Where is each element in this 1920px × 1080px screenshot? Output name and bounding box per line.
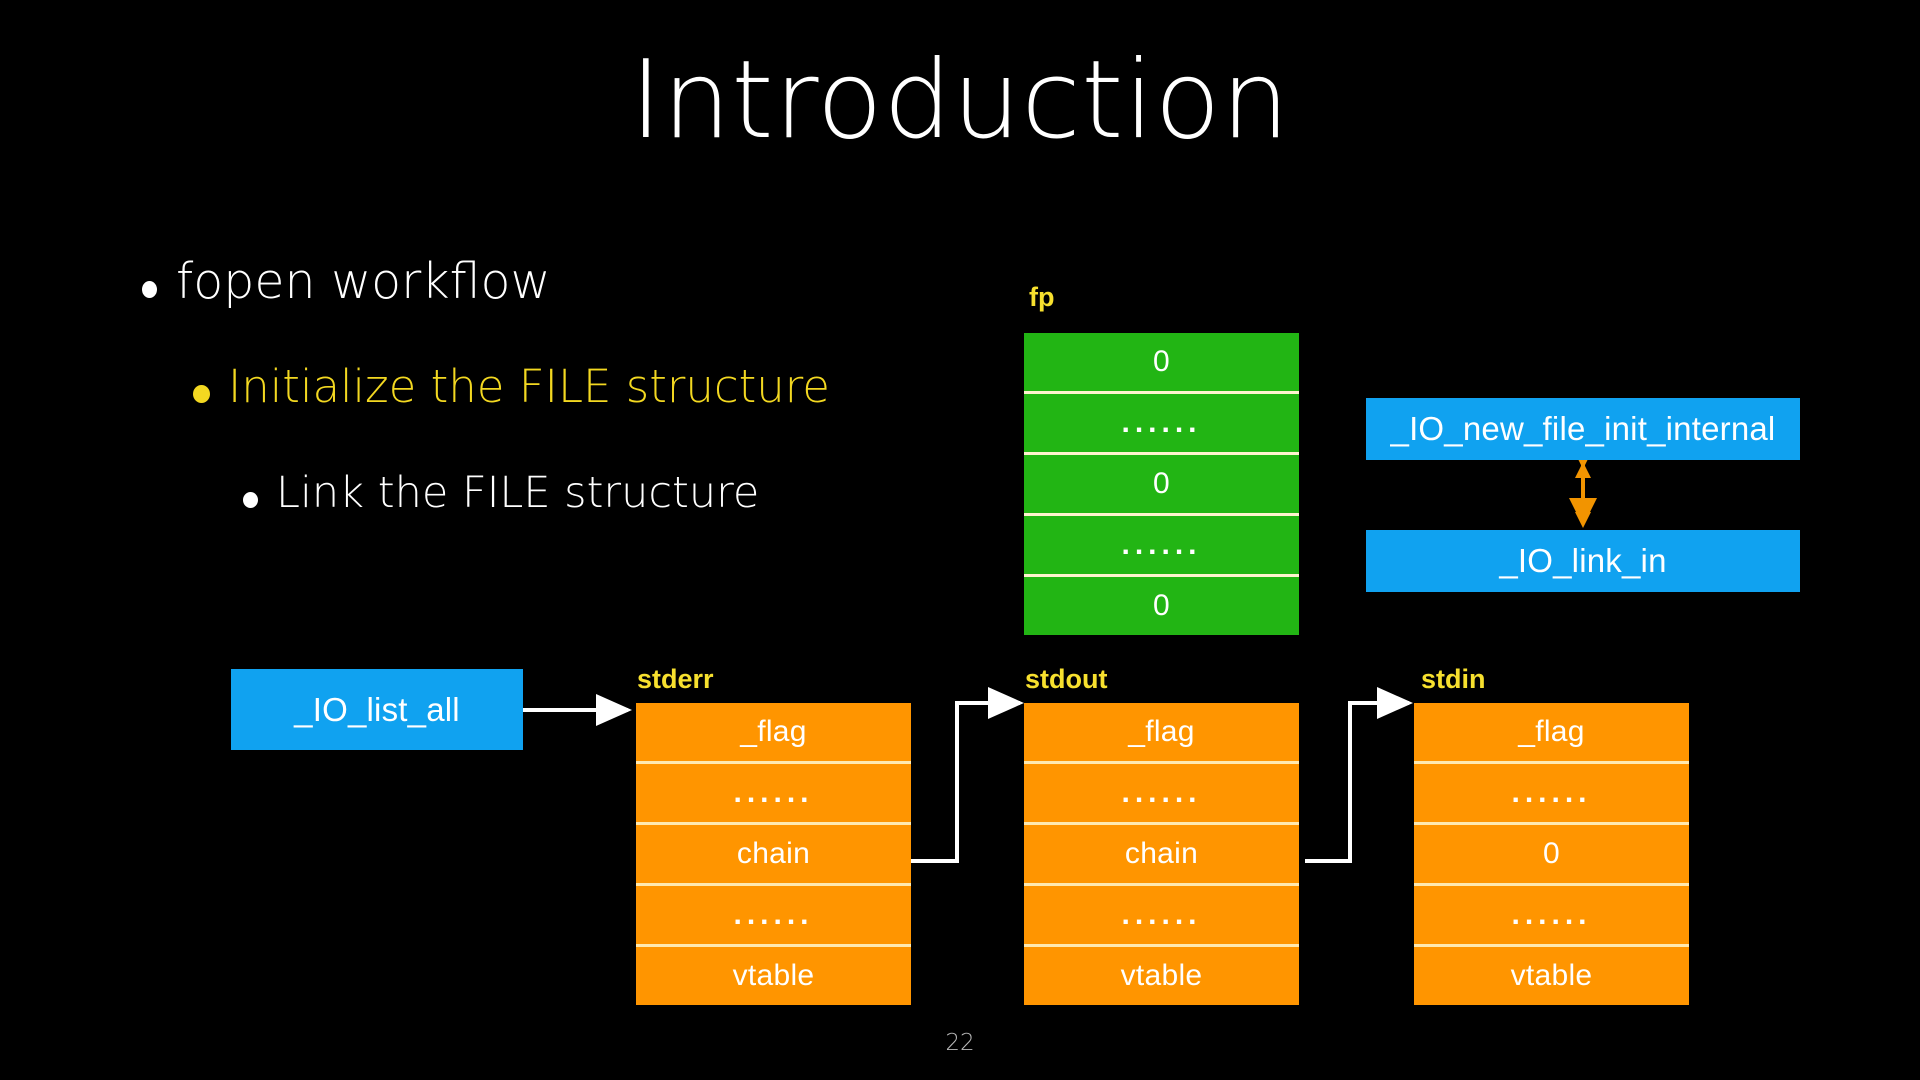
function-box-io-new-file-init-internal[interactable]: _IO_new_file_init_internal: [1366, 398, 1800, 460]
arrow-head-down-icon: [1575, 512, 1591, 528]
struct-box-stdout: _flag ...... chain ...... vtable: [1024, 703, 1299, 1005]
bullet-item-link-file-structure: Link the FILE structure: [243, 468, 759, 518]
struct-row: 0: [1414, 825, 1689, 886]
struct-box-fp: 0 ...... 0 ...... 0: [1024, 333, 1299, 635]
struct-box-stdin: _flag ...... 0 ...... vtable: [1414, 703, 1689, 1005]
struct-row: ......: [636, 886, 911, 947]
struct-row: 0: [1153, 589, 1170, 622]
struct-row: ......: [636, 764, 911, 825]
struct-row: ......: [1024, 394, 1299, 455]
struct-box-stderr: _flag ...... chain ...... vtable: [636, 703, 911, 1005]
stdout-chain-to-stdin-arrow: [1305, 687, 1413, 863]
struct-row: ......: [1414, 886, 1689, 947]
struct-label-fp: fp: [1029, 282, 1055, 312]
struct-row: vtable: [1120, 959, 1203, 992]
stderr-chain-to-stdout-arrow: [911, 687, 1024, 863]
struct-row: ......: [1024, 764, 1299, 825]
bullet-label: fopen workflow: [176, 253, 551, 310]
struct-row: _flag: [1414, 703, 1689, 764]
struct-label-stdout: stdout: [1025, 664, 1108, 694]
bullet-dot-icon: [193, 385, 210, 403]
struct-row: vtable: [1510, 959, 1593, 992]
struct-row: _flag: [1024, 703, 1299, 764]
struct-row: ......: [1024, 516, 1299, 577]
function-box-io-link-in[interactable]: _IO_link_in: [1366, 530, 1800, 592]
struct-label-stdin: stdin: [1421, 664, 1486, 694]
page-title: Introduction: [629, 38, 1290, 163]
struct-row: vtable: [732, 959, 815, 992]
struct-row: ......: [1024, 886, 1299, 947]
struct-row: 0: [1024, 455, 1299, 516]
bullet-dot-icon: [243, 492, 258, 508]
bullet-label: Initialize the FILE structure: [228, 360, 830, 413]
struct-label-stderr: stderr: [637, 664, 714, 694]
struct-row: _flag: [636, 703, 911, 764]
struct-row: ......: [1414, 764, 1689, 825]
struct-row: chain: [636, 825, 911, 886]
function-box-io-list-all[interactable]: _IO_list_all: [231, 669, 523, 750]
arrow-head-up-icon: [1575, 462, 1591, 478]
bullet-item-initialize-file-structure: Initialize the FILE structure: [193, 360, 830, 413]
bullet-dot-icon: [142, 281, 157, 298]
page-number: 22: [945, 1030, 975, 1056]
struct-row: chain: [1024, 825, 1299, 886]
struct-row: 0: [1024, 333, 1299, 394]
bullet-label: Link the FILE structure: [276, 468, 760, 518]
bullet-item-fopen-workflow: fopen workflow: [142, 253, 551, 310]
